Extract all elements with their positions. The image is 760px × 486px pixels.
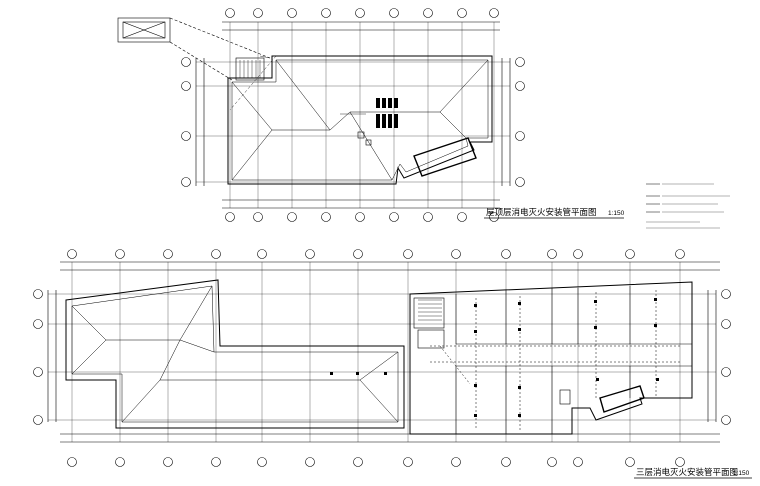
top-grid-lines [196, 22, 510, 208]
legend-notes [646, 183, 730, 229]
bottom-plan-title: 三层消电灭火安装管平面图 [636, 467, 738, 478]
roof-equipment-box [413, 137, 477, 177]
detail-box [117, 17, 171, 43]
pipe-runs [430, 290, 680, 430]
roof-outline-inner [231, 59, 489, 181]
stair-block [235, 57, 265, 81]
lower-roof-outline [65, 279, 405, 429]
detail-box-inner [122, 21, 166, 39]
bottom-grid-bubbles [33, 249, 731, 467]
bottom-plan [33, 249, 752, 479]
detail-leader [169, 17, 271, 59]
lower-roof-ridges [71, 285, 399, 423]
roof-equipment [376, 98, 398, 128]
top-plan-scale: 1:150 [608, 210, 625, 217]
detectors [330, 298, 659, 417]
roof-outline [227, 55, 493, 185]
bottom-plan-scale: 1:150 [733, 470, 750, 477]
top-plan-title: 屋顶层消电灭火安装管平面图 [486, 207, 597, 218]
top-plan [117, 8, 624, 222]
top-grid-bubbles [181, 8, 525, 222]
equipment-box [599, 385, 645, 413]
detail-leader [169, 41, 233, 81]
floor-outline [409, 281, 693, 435]
stair-block [413, 297, 445, 329]
room-walls [455, 286, 692, 434]
roof-ridges [231, 59, 489, 181]
